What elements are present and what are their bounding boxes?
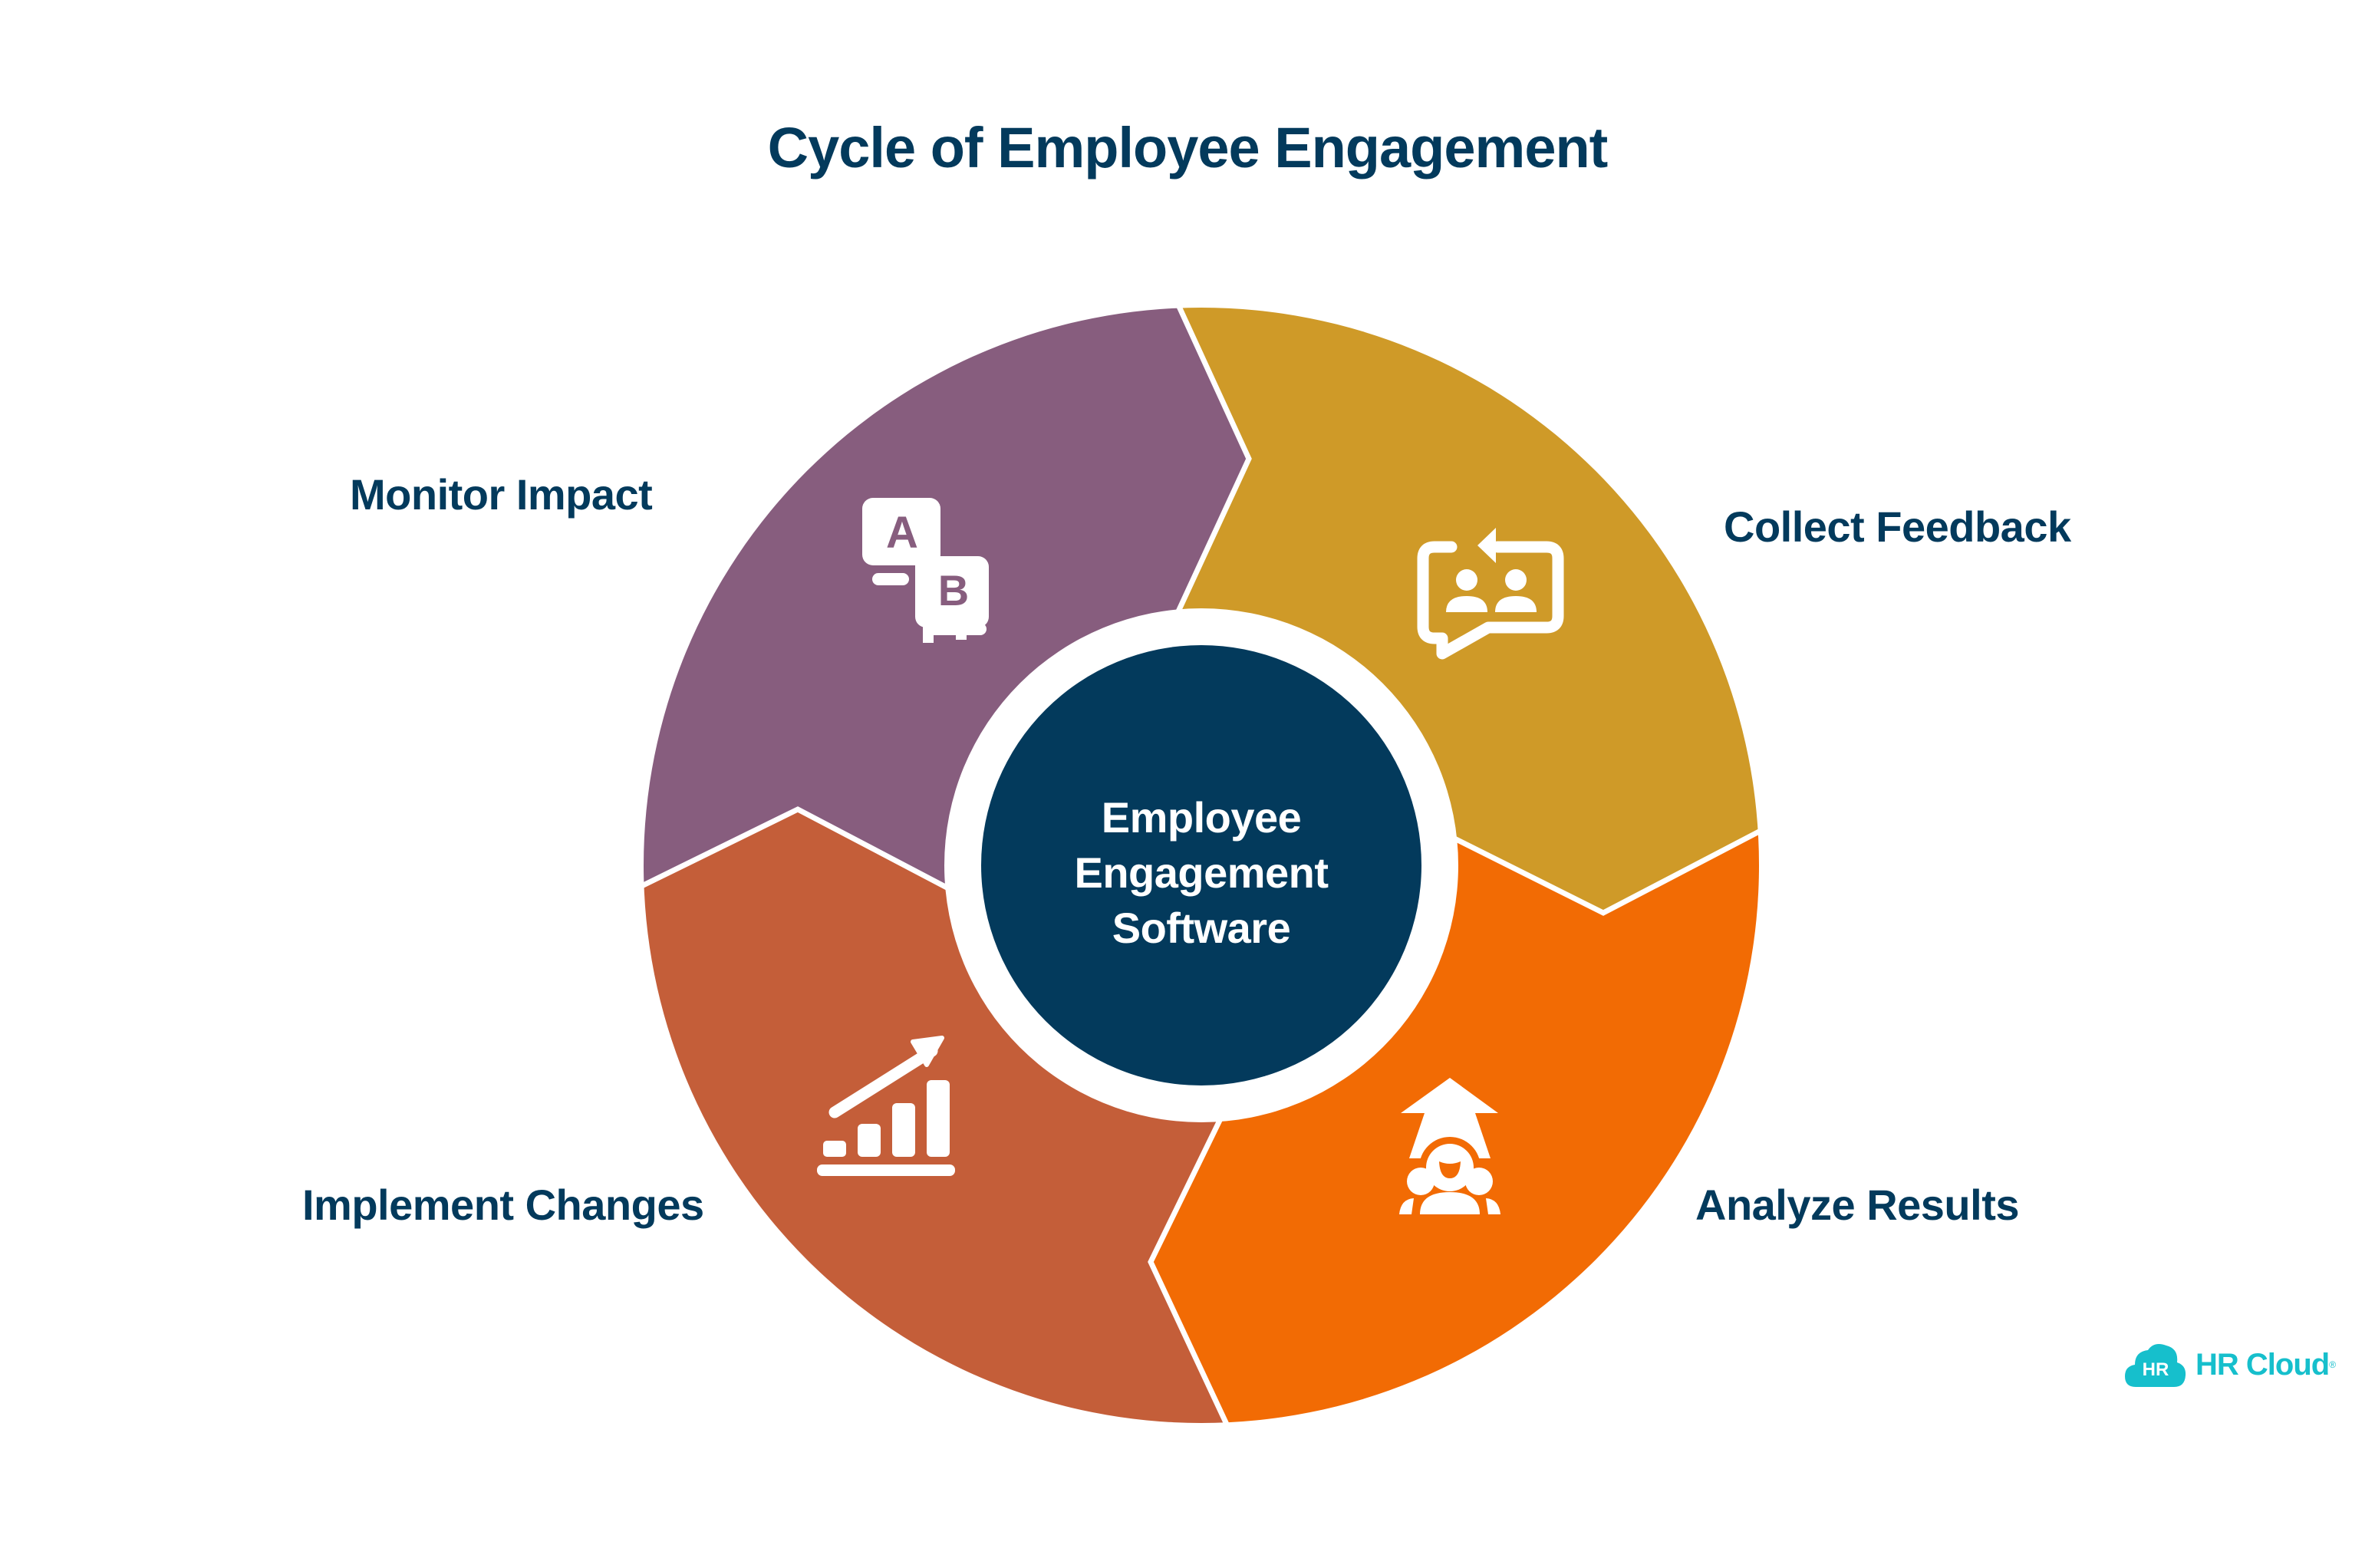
separator-right bbox=[1448, 818, 1759, 916]
team-growth-arrow-icon bbox=[1399, 1078, 1500, 1214]
registered-mark: ® bbox=[2329, 1359, 2337, 1370]
ab-test-monitors-icon: A B bbox=[862, 498, 989, 643]
step-label-analyze-results: Analyze Results bbox=[1695, 1181, 2020, 1229]
feedback-chat-people-icon bbox=[1417, 528, 1564, 660]
svg-text:A: A bbox=[886, 508, 918, 558]
step-label-implement-changes: Implement Changes bbox=[302, 1181, 704, 1229]
center-hub-label: Employee Engagement Software bbox=[971, 790, 1431, 956]
diagram-title: Cycle of Employee Engagement bbox=[767, 116, 1609, 180]
step-label-monitor-impact: Monitor Impact bbox=[350, 470, 653, 519]
separator-bottom bbox=[1148, 1103, 1238, 1423]
hr-cloud-logo: HR HR Cloud ® bbox=[2125, 1341, 2336, 1388]
bar-chart-growth-icon bbox=[817, 1036, 955, 1176]
cloud-icon: HR bbox=[2125, 1344, 2186, 1387]
center-hub bbox=[981, 645, 1421, 1085]
separator-left bbox=[644, 806, 953, 899]
separator-top bbox=[1169, 308, 1252, 623]
center-line-2: Engagement bbox=[1074, 848, 1329, 897]
svg-text:HR: HR bbox=[2143, 1359, 2169, 1380]
step-label-collect-feedback: Collect Feedback bbox=[1724, 502, 2071, 551]
logo-wordmark: HR Cloud bbox=[2195, 1347, 2330, 1382]
svg-text:B: B bbox=[938, 566, 969, 614]
center-line-1: Employee bbox=[1101, 793, 1302, 842]
center-line-3: Software bbox=[1112, 904, 1291, 952]
